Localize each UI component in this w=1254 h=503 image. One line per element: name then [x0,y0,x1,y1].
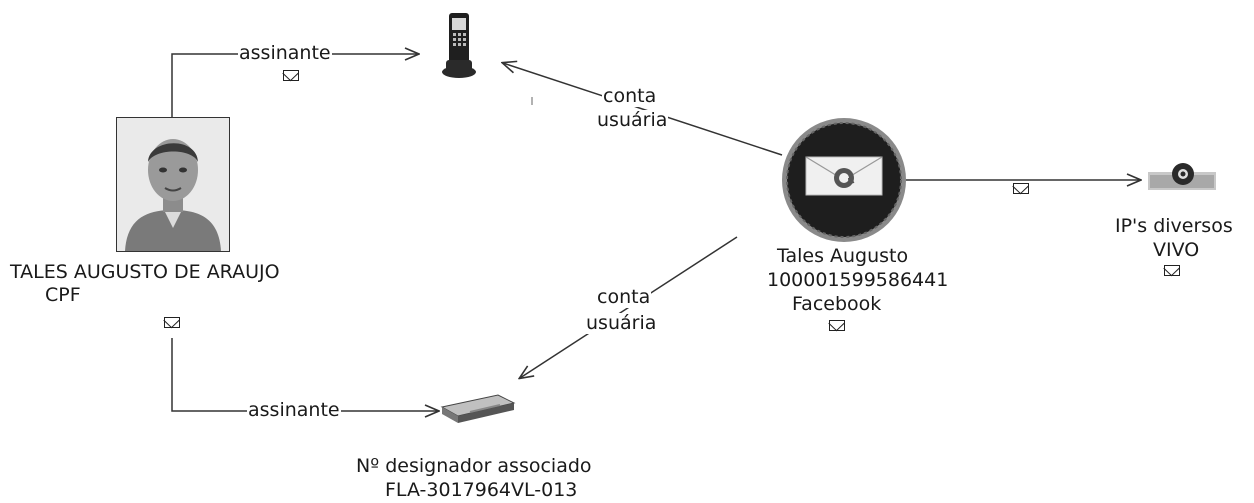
edge-assinante-modem [171,338,438,411]
person-doc-label: CPF [44,284,82,306]
modem-label-line2: FLA-3017964VL-013 [384,479,579,501]
email-icon[interactable] [1013,183,1029,194]
facebook-name-label: Tales Augusto [776,245,910,267]
edge-label-conta-top-2: usuária [596,109,669,131]
ip-label-line2: VIVO [1152,239,1201,261]
person-name-label: TALES AUGUSTO DE ARAUJO [9,261,281,283]
facebook-service-label: Facebook [791,293,883,315]
ip-label-line1: IP's diversos [1114,215,1234,237]
email-icon[interactable] [164,317,180,328]
edge-label-assinante-bottom: assinante [247,399,341,421]
facebook-id-label: 100001599586441 [766,269,950,291]
modem-device-icon[interactable] [440,394,516,423]
email-icon[interactable] [1164,265,1180,276]
facebook-node-icon[interactable] [782,118,906,242]
edge-label-conta-bottom-2: usuária [585,312,658,334]
cordless-phone-icon[interactable] [442,13,476,78]
edge-label-assinante-top: assinante [238,42,332,64]
edge-conta-phone [503,63,783,156]
at-sign-network-icon[interactable] [1148,163,1216,190]
edge-label-conta-top-1: conta [602,85,658,107]
person-photo[interactable] [116,117,230,252]
email-icon[interactable] [829,320,845,331]
edge-assinante-phone [171,54,418,117]
person-silhouette-icon [117,118,229,251]
edge-label-conta-bottom-1: conta [596,286,652,308]
email-icon[interactable] [283,70,299,81]
modem-label-line1: Nº designador associado [355,455,593,477]
